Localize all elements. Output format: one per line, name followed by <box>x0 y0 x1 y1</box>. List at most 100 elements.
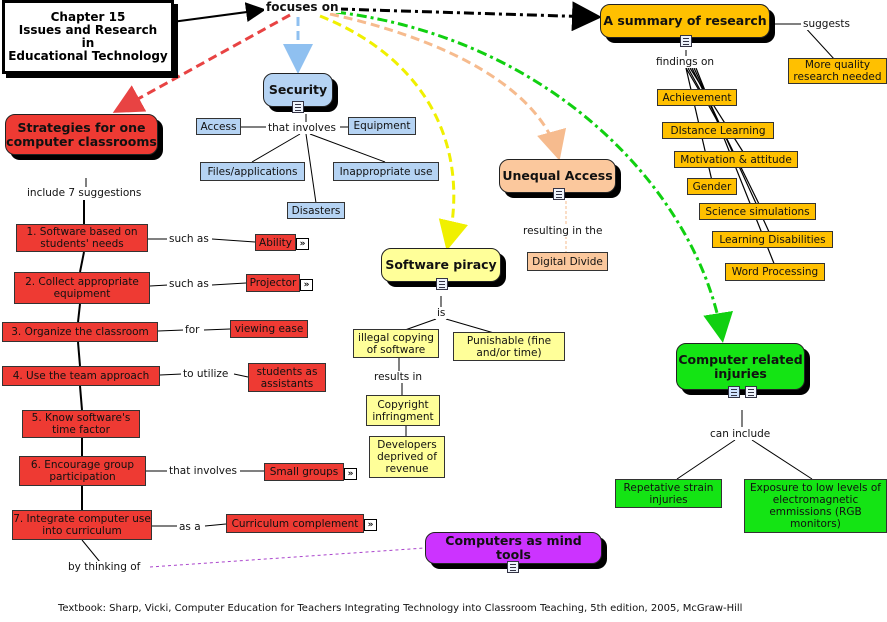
inappropriate-node[interactable]: Inappropriate use <box>333 162 439 181</box>
is-label: is <box>435 307 448 319</box>
strategies-node[interactable]: Strategies for one computer classrooms <box>5 114 158 155</box>
digital-divide-node[interactable]: Digital Divide <box>527 252 608 271</box>
note-icon[interactable] <box>292 101 304 113</box>
projector-node[interactable]: Projector <box>246 274 300 292</box>
finding-achievement[interactable]: Achievement <box>657 89 737 106</box>
summary-node[interactable]: A summary of research <box>600 4 770 38</box>
that-involves-label: that involves <box>266 122 338 134</box>
focuses-on-label: focuses on <box>264 0 341 14</box>
punishable-label: Punishable (fine and/or time) <box>466 334 552 359</box>
software-piracy-label: Software piracy <box>385 257 497 272</box>
developers-node[interactable]: Developers deprived of revenue <box>369 436 445 478</box>
ability-node[interactable]: Ability <box>255 234 296 251</box>
exposure-label: Exposure to low levels of electromagneti… <box>750 482 881 530</box>
strategy-label: 4. Use the team approach <box>12 370 150 382</box>
projector-label: Projector <box>249 277 297 289</box>
findings-on-label: findings on <box>654 56 717 68</box>
expand-icon[interactable]: » <box>300 279 313 291</box>
finding-label: Word Processing <box>731 266 819 278</box>
that-involves-label: that involves <box>167 465 239 477</box>
illegal-copying-node[interactable]: illegal copying of software <box>353 329 439 358</box>
finding-label: Learning Disabilities <box>719 233 826 246</box>
finding-label: Motivation & attitude <box>680 153 792 166</box>
finding-motivation[interactable]: Motivation & attitude <box>674 151 798 168</box>
students-assist-node[interactable]: students as assistants <box>248 363 326 392</box>
such-as-label: such as <box>167 278 211 290</box>
as-a-label: as a <box>177 521 203 533</box>
developers-label: Developers deprived of revenue <box>377 439 437 475</box>
note-icon[interactable] <box>553 188 565 200</box>
mind-tools-label: Computers as mind tools <box>445 533 582 562</box>
small-groups-node[interactable]: Small groups <box>264 463 344 481</box>
strategy-6[interactable]: 6. Encourage group participation <box>19 456 146 486</box>
strategy-1[interactable]: 1. Software based on students' needs <box>16 224 148 252</box>
rsi-label: Repetative strain injuries <box>623 481 714 506</box>
finding-label: Gender <box>692 180 732 193</box>
can-include-label: can include <box>708 428 773 440</box>
by-thinking-label: by thinking of <box>66 561 143 573</box>
files-node[interactable]: Files/applications <box>200 162 305 181</box>
injuries-node[interactable]: Computer related injuries <box>676 343 805 390</box>
finding-gender[interactable]: Gender <box>687 178 737 195</box>
strategy-label: 2. Collect appropriate equipment <box>25 276 139 300</box>
copyright-node[interactable]: Copyright infringment <box>366 395 440 426</box>
digital-divide-label: Digital Divide <box>532 255 603 268</box>
strategy-label: 5. Know software's time factor <box>31 412 131 436</box>
such-as-label: such as <box>167 233 211 245</box>
strategy-label: 3. Organize the classroom <box>11 326 149 338</box>
unequal-access-node[interactable]: Unequal Access <box>499 159 616 193</box>
finding-distance-learning[interactable]: DIstance Learning <box>662 122 774 139</box>
viewing-ease-label: viewing ease <box>234 323 304 335</box>
suggests-label: suggests <box>801 18 852 30</box>
access-node[interactable]: Access <box>196 118 241 135</box>
injuries-label: Computer related injuries <box>678 351 803 381</box>
disasters-node[interactable]: Disasters <box>287 202 345 219</box>
curriculum-complement-label: Curriculum complement <box>231 517 359 530</box>
image-icon[interactable] <box>728 386 740 398</box>
mind-tools-node[interactable]: Computers as mind tools <box>425 532 602 564</box>
sitemap-icon[interactable] <box>507 561 519 573</box>
equipment-node[interactable]: Equipment <box>348 117 416 135</box>
disasters-label: Disasters <box>291 204 341 217</box>
strategy-3[interactable]: 3. Organize the classroom <box>2 322 158 342</box>
finding-word-processing[interactable]: Word Processing <box>725 263 825 281</box>
map-title: Chapter 15 Issues and Research in Educat… <box>2 0 174 74</box>
finding-science-simulations[interactable]: Science simulations <box>699 203 816 220</box>
more-quality-node[interactable]: More quality research needed <box>788 58 887 84</box>
note-icon[interactable] <box>745 386 757 398</box>
students-assist-label: students as assistants <box>256 365 318 390</box>
ability-label: Ability <box>259 236 292 249</box>
software-piracy-node[interactable]: Software piracy <box>381 248 501 282</box>
strategy-5[interactable]: 5. Know software's time factor <box>22 410 140 438</box>
exposure-node[interactable]: Exposure to low levels of electromagneti… <box>744 479 887 533</box>
expand-icon[interactable]: » <box>364 519 377 531</box>
strategy-2[interactable]: 2. Collect appropriate equipment <box>14 272 150 304</box>
rsi-node[interactable]: Repetative strain injuries <box>615 479 722 508</box>
illegal-copying-label: illegal copying of software <box>358 331 434 356</box>
files-label: Files/applications <box>207 165 298 178</box>
note-icon[interactable] <box>680 35 692 47</box>
punishable-node[interactable]: Punishable (fine and/or time) <box>453 332 565 361</box>
strategy-7[interactable]: 7. Integrate computer use into curriculu… <box>12 510 152 540</box>
strategy-4[interactable]: 4. Use the team approach <box>2 366 160 386</box>
strategy-label: 1. Software based on students' needs <box>26 226 138 250</box>
security-node-label: Security <box>268 82 328 97</box>
inappropriate-label: Inappropriate use <box>339 165 433 178</box>
results-in-label: results in <box>372 371 425 383</box>
finding-label: DIstance Learning <box>670 124 766 137</box>
for-label: for <box>183 324 202 336</box>
copyright-label: Copyright infringment <box>372 398 434 423</box>
strategies-label: Strategies for one computer classrooms <box>6 119 157 149</box>
resulting-label: resulting in the <box>521 225 605 237</box>
expand-icon[interactable]: » <box>344 468 357 480</box>
include7-label: include 7 suggestions <box>25 187 144 199</box>
unequal-access-label: Unequal Access <box>502 168 613 183</box>
expand-icon[interactable]: » <box>296 238 309 250</box>
curriculum-complement-node[interactable]: Curriculum complement <box>226 514 364 533</box>
footer-citation: Textbook: Sharp, Vicki, Computer Educati… <box>58 603 743 614</box>
note-icon[interactable] <box>436 278 448 290</box>
map-title-text: Chapter 15 Issues and Research in Educat… <box>8 10 168 63</box>
strategy-label: 7. Integrate computer use into curriculu… <box>13 513 151 537</box>
viewing-ease-node[interactable]: viewing ease <box>230 320 308 338</box>
finding-learning-disabilities[interactable]: Learning Disabilities <box>712 231 833 248</box>
